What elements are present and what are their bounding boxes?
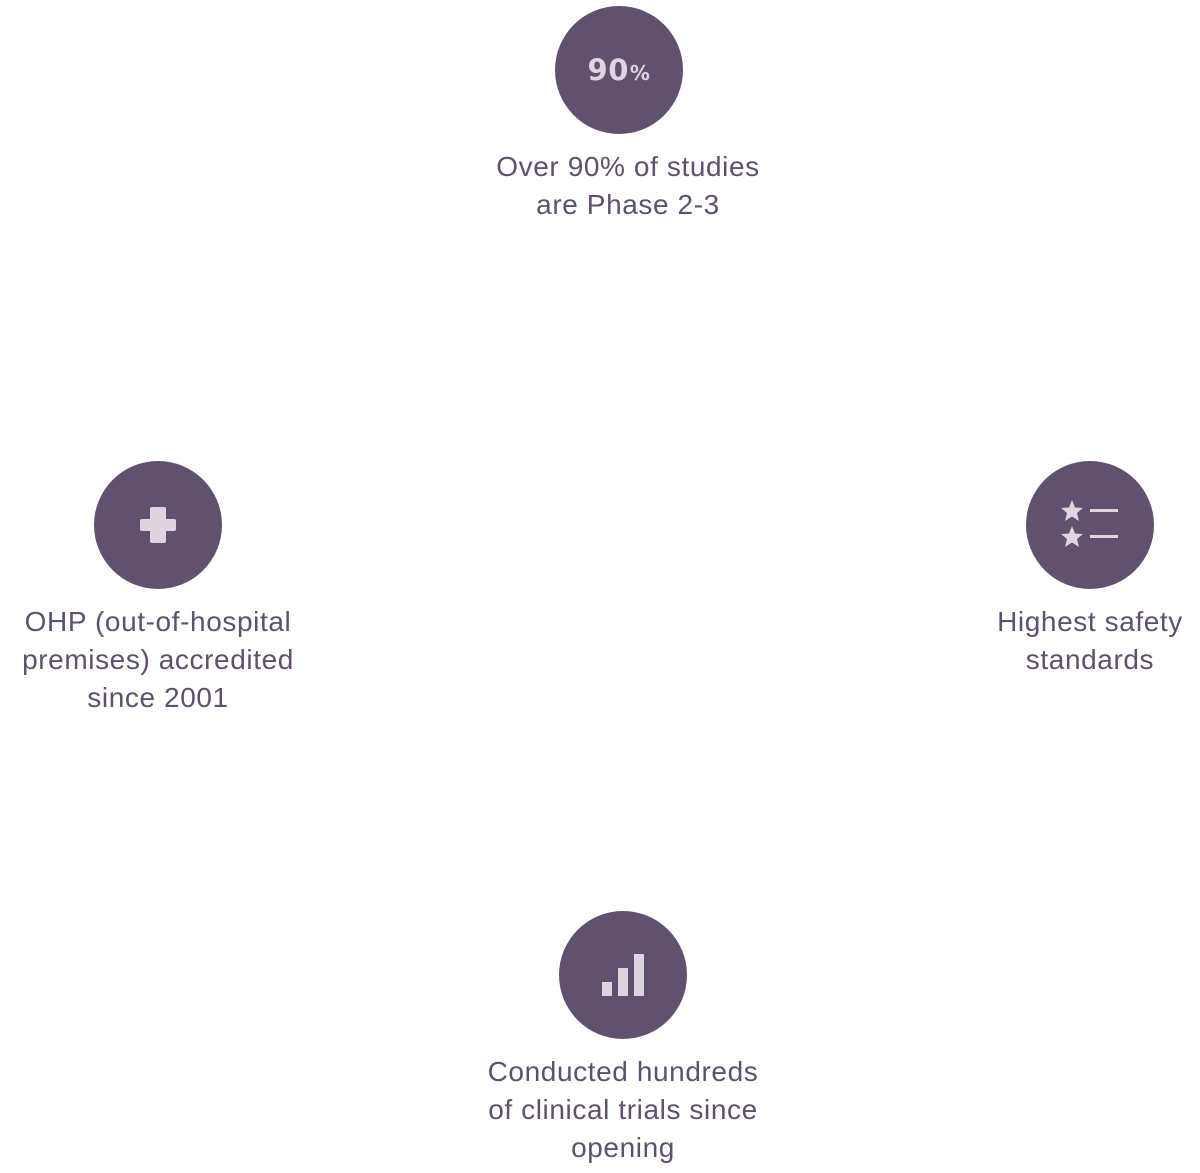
feature-ohp-accredited: OHP (out-of-hospital premises) accredite…	[0, 461, 316, 717]
medical-cross-icon	[140, 507, 176, 543]
badge-value: 90	[587, 53, 629, 87]
feature-caption: Over 90% of studies are Phase 2-3	[496, 151, 760, 220]
feature-circle	[94, 461, 222, 589]
feature-caption: OHP (out-of-hospital premises) accredite…	[22, 606, 294, 713]
feature-safety-standards: Highest safety standards	[980, 461, 1200, 679]
percent-badge-icon: 90%	[588, 53, 651, 87]
feature-caption: Conducted hundreds of clinical trials si…	[487, 1056, 759, 1163]
feature-circle	[559, 911, 687, 1039]
bar-chart-icon	[602, 954, 644, 996]
feature-circle: 90%	[555, 6, 683, 134]
feature-caption: Highest safety standards	[997, 606, 1183, 675]
feature-circle	[1026, 461, 1154, 589]
badge-unit: %	[629, 61, 651, 85]
feature-clinical-trials: Conducted hundreds of clinical trials si…	[460, 911, 786, 1167]
star-list-icon	[1061, 500, 1118, 547]
feature-phase-studies: 90% Over 90% of studies are Phase 2-3	[480, 6, 776, 224]
